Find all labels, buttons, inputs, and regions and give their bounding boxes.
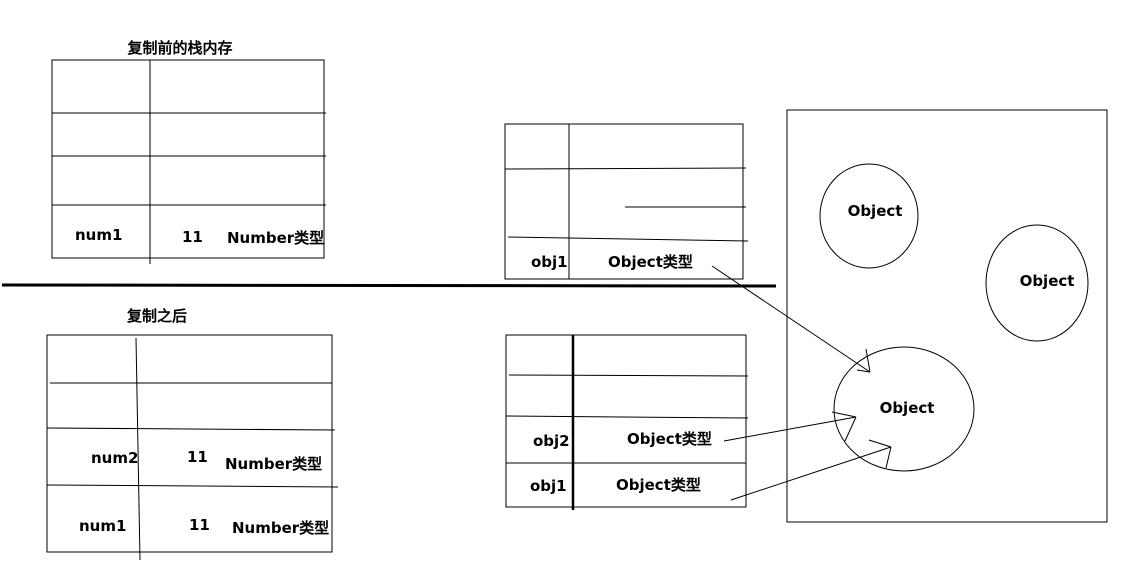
stack-after-title: 复制之后 [126, 307, 187, 325]
stack-after-row2-name: num1 [79, 517, 126, 535]
stack-after-border [46, 334, 333, 553]
stack-before-title: 复制前的栈内存 [126, 39, 232, 57]
heap-object-circle-b [985, 224, 1089, 342]
ref-after-border [505, 334, 747, 508]
stack-after-row1-value: 11 [187, 448, 208, 466]
ref-stack-after-table: obj2 Object类型 obj1 Object类型 [505, 334, 749, 510]
stack-after-row2-type: Number类型 [232, 519, 329, 537]
heap-object-circle-c [833, 346, 975, 472]
stack-after-row-line [46, 484, 339, 488]
ref-before-row-line [507, 236, 749, 242]
arrow-head [868, 439, 892, 448]
stack-after-row1-type: Number类型 [225, 455, 322, 473]
heap-border [786, 109, 1108, 523]
stack-after-row1-name: num2 [91, 449, 138, 467]
heap-object-label-b: Object [1020, 272, 1075, 290]
stack-after-table: 复制之后 num2 11 Number类型 num1 11 Number类型 [46, 307, 339, 561]
separator-line [1, 283, 777, 288]
stack-after-divider [135, 337, 141, 561]
arrow-head [885, 446, 892, 469]
ref-after-row2-type: Object类型 [616, 476, 701, 494]
heap-object-circle-a [819, 163, 919, 269]
stack-before-var-type: Number类型 [227, 229, 324, 247]
ref-after-row1-name: obj2 [533, 432, 570, 450]
stack-after-row-line [46, 427, 336, 431]
ref-before-border [504, 123, 744, 280]
stack-after-row2-value: 11 [189, 516, 210, 534]
heap-object-label-c: Object [880, 399, 935, 417]
arrow-head [831, 411, 857, 418]
ref-after-row-line [505, 415, 749, 419]
ref-before-row-line [504, 167, 747, 170]
heap-memory-box: Object Object Object [786, 109, 1108, 523]
arrow-head [865, 348, 871, 373]
heap-object-label-a: Object [848, 202, 903, 220]
ref-after-row-line [508, 374, 749, 377]
arrow-obj2-after [723, 416, 857, 442]
arrow-head [856, 369, 871, 373]
ref-before-var-type: Object类型 [608, 253, 693, 271]
arrow-obj1-after [730, 446, 892, 501]
stack-before-border [51, 59, 325, 259]
ref-before-var-name: obj1 [531, 253, 568, 271]
stack-before-var-value: 11 [182, 228, 203, 246]
pointer-arrows [711, 265, 892, 501]
stack-before-table: 复制前的栈内存 num1 11 Number类型 [51, 39, 326, 264]
ref-stack-before-table: obj1 Object类型 [504, 123, 749, 280]
ref-after-row2-name: obj1 [530, 477, 567, 495]
ref-after-row1-type: Object类型 [627, 430, 712, 448]
arrow-obj1-before [711, 265, 871, 373]
stack-before-var-name: num1 [75, 226, 122, 244]
arrow-head [844, 416, 857, 442]
